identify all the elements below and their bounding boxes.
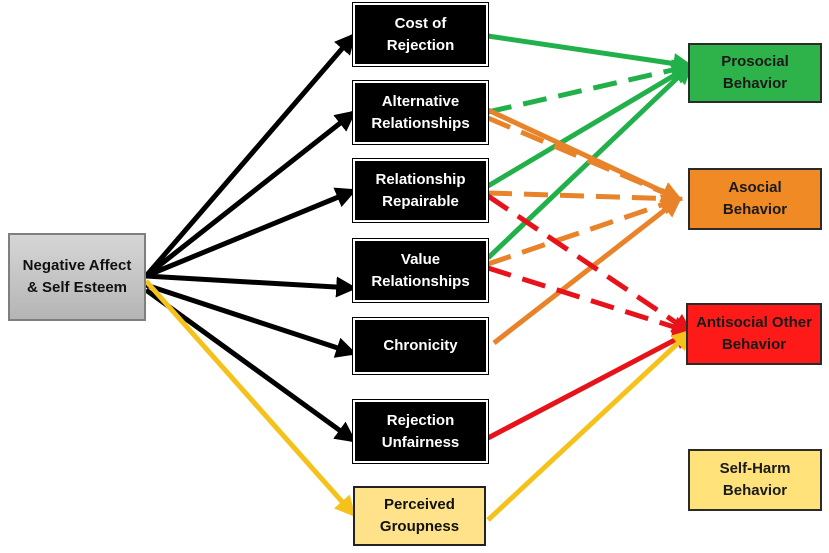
edge-source-to-cost-solid — [144, 32, 356, 278]
edge-source-to-chron-solid — [145, 282, 357, 358]
edge-source-to-repair-solid — [145, 187, 357, 279]
node-relationship-repairable: Relationship Repairable — [352, 158, 489, 223]
edge-repair-to-anti-dashed — [486, 193, 694, 335]
node-rejection-unfairness: Rejection Unfairness — [352, 399, 489, 464]
node-negative-affect-self-esteem: Negative Affect & Self Esteem — [8, 233, 146, 321]
edge-alt-to-pro-dashed — [487, 59, 695, 115]
edge-repair-to-aso-dashed — [487, 187, 684, 209]
edge-source-to-value-solid — [145, 273, 358, 298]
node-value-relationships: Value Relationships — [352, 238, 489, 303]
edge-source-to-alt-solid — [144, 110, 357, 278]
node-self-harm-behavior: Self-Harm Behavior — [688, 449, 822, 511]
node-cost-of-rejection: Cost of Rejection — [352, 2, 489, 67]
edge-source-to-group-solid — [144, 279, 356, 518]
node-prosocial-behavior: Prosocial Behavior — [688, 43, 822, 103]
edge-chron-to-aso-solid — [492, 196, 683, 345]
node-perceived-groupness: Perceived Groupness — [353, 486, 486, 546]
node-antisocial-other-behavior: Antisocial Other Behavior — [686, 303, 822, 365]
edge-unfair-to-anti-solid — [486, 329, 694, 441]
edge-alt-to-aso-solid — [486, 107, 683, 202]
node-asocial-behavior: Asocial Behavior — [688, 168, 822, 230]
edge-cost-to-pro-solid — [487, 33, 695, 74]
node-chronicity: Chronicity — [352, 317, 489, 375]
edge-repair-to-pro-solid — [486, 63, 694, 189]
edge-group-to-anti-solid — [486, 329, 694, 522]
node-alternative-relationships: Alternative Relationships — [352, 80, 489, 145]
edge-source-to-unfair-solid — [144, 287, 357, 443]
